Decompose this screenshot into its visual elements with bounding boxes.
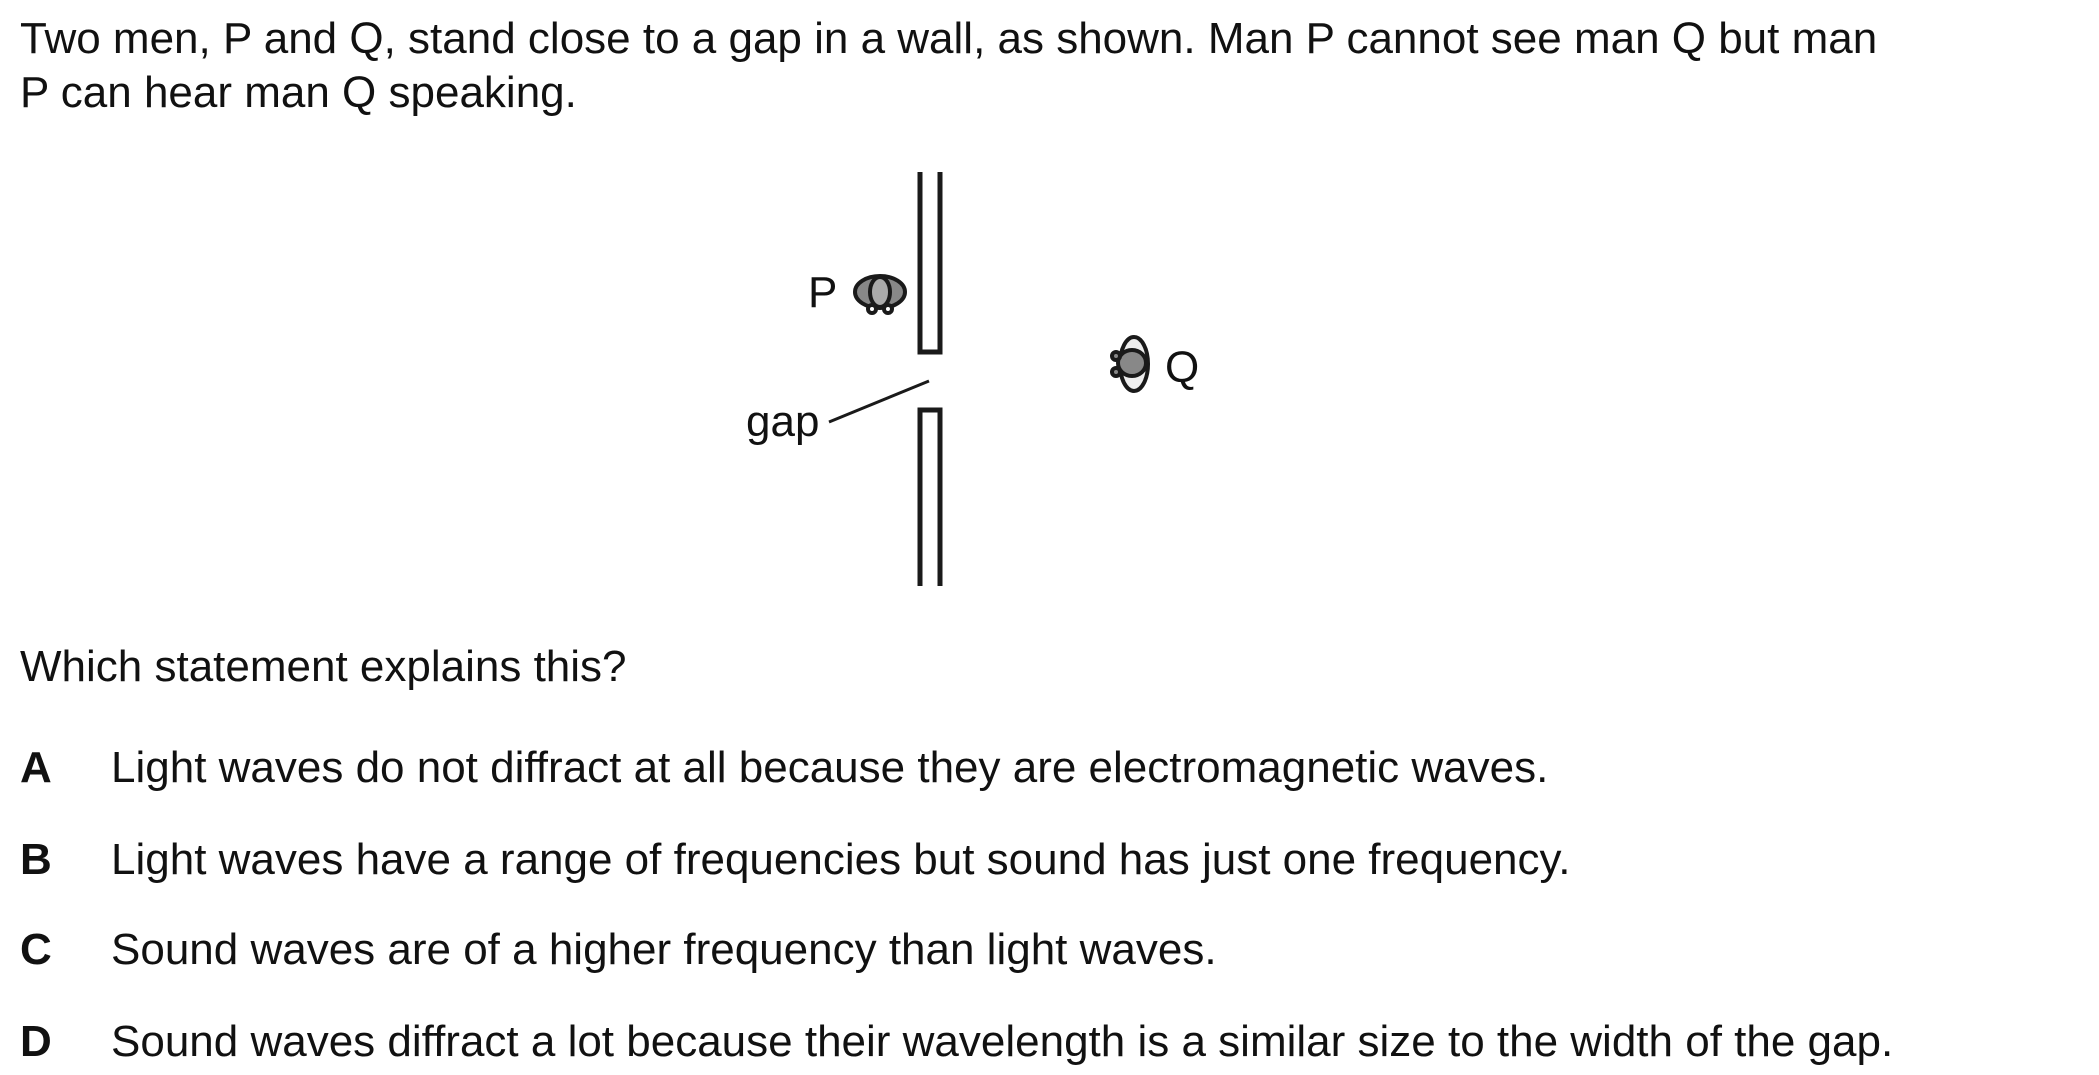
- gap-label: gap: [746, 397, 819, 446]
- man-q-icon: [1110, 335, 1150, 393]
- man-p-label: P: [808, 268, 837, 317]
- option-text: Light waves do not diffract at all becau…: [111, 743, 1549, 792]
- gap-pointer-line: [828, 379, 930, 424]
- option-text: Light waves have a range of frequencies …: [111, 835, 1571, 884]
- intro-line-1: Two men, P and Q, stand close to a gap i…: [20, 14, 1878, 63]
- question-prompt: Which statement explains this?: [20, 642, 627, 691]
- option-letter: B: [20, 835, 52, 884]
- option-text: Sound waves are of a higher frequency th…: [111, 925, 1217, 974]
- option-letter: C: [20, 925, 52, 974]
- option-letter: A: [20, 743, 52, 792]
- option-text: Sound waves diffract a lot because their…: [111, 1017, 1894, 1066]
- wall-lower: [917, 407, 943, 586]
- intro-line-2: P can hear man Q speaking.: [20, 68, 577, 117]
- wall-upper: [917, 172, 943, 355]
- man-p-icon: [853, 274, 907, 315]
- question-intro: Two men, P and Q, stand close to a gap i…: [20, 12, 1877, 120]
- option-letter: D: [20, 1017, 52, 1066]
- man-q-label: Q: [1165, 343, 1199, 392]
